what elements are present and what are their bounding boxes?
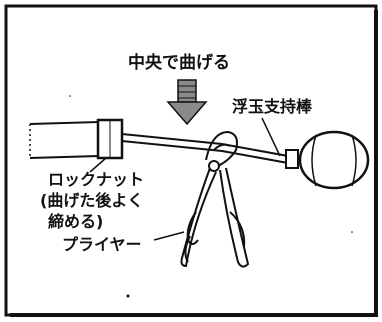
float-rod-label: 浮玉支持棒 xyxy=(232,97,313,116)
frame-shadow-bottom xyxy=(10,313,378,317)
speck xyxy=(351,231,353,233)
pliers-tool xyxy=(180,130,250,268)
pliers-label: プライヤー xyxy=(62,235,142,254)
lock-nut-note-line1: (曲げた後よく xyxy=(40,191,143,210)
lock-nut xyxy=(96,118,124,160)
speck xyxy=(126,294,130,298)
rod-connector xyxy=(285,149,299,169)
float-rod-leader xyxy=(261,117,281,157)
down-arrow-icon xyxy=(166,79,208,126)
pipe-body xyxy=(29,120,99,159)
frame-shadow-right xyxy=(374,10,378,317)
lock-nut-label: ロックナット xyxy=(48,170,144,189)
lock-nut-leader xyxy=(89,157,107,173)
float-support-rod xyxy=(121,133,289,164)
pliers-leader xyxy=(153,231,185,241)
bend-center-label: 中央で曲げる xyxy=(128,52,230,73)
speck xyxy=(69,95,71,97)
lock-nut-note-line2: 締める) xyxy=(48,212,103,231)
float-ball xyxy=(298,130,370,190)
